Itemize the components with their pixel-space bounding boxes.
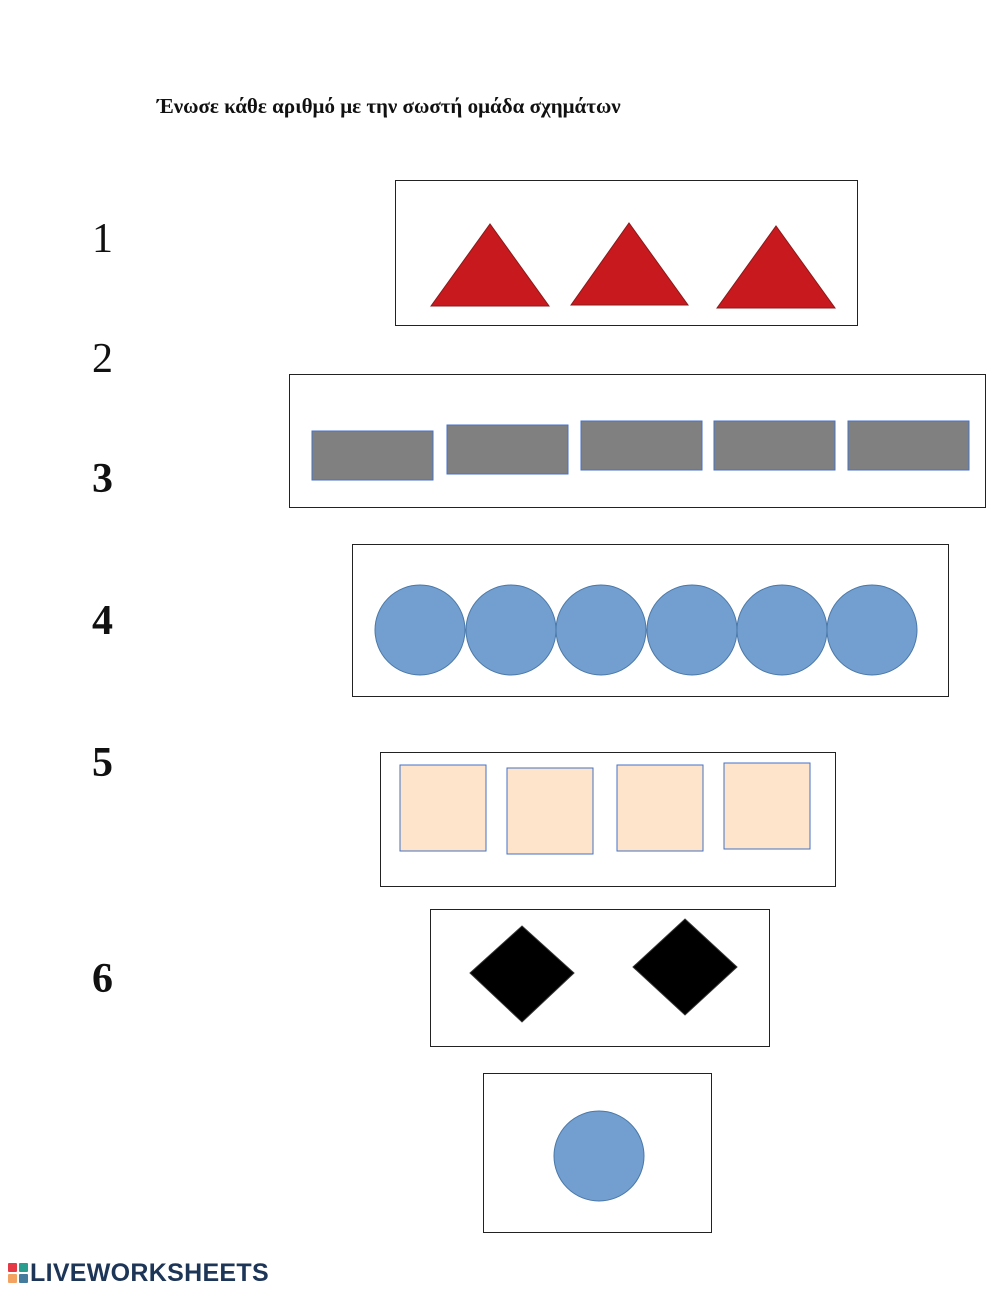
logo-square-icon bbox=[8, 1274, 17, 1283]
logo-square-icon bbox=[8, 1263, 17, 1272]
group-triangles[interactable] bbox=[395, 180, 858, 326]
square-shape bbox=[616, 764, 704, 852]
circle-shape bbox=[555, 584, 647, 676]
rectangle-shape bbox=[713, 420, 836, 471]
circle-shape bbox=[736, 584, 828, 676]
number-3[interactable]: 3 bbox=[92, 456, 113, 502]
number-1[interactable]: 1 bbox=[92, 216, 113, 262]
square-shape bbox=[723, 762, 811, 850]
diamond-shape bbox=[469, 925, 575, 1023]
group-squares[interactable] bbox=[380, 752, 836, 887]
diamond-shape bbox=[632, 918, 738, 1016]
rectangle-shape bbox=[847, 420, 970, 471]
number-5[interactable]: 5 bbox=[92, 740, 113, 786]
brand-name: LIVEWORKSHEETS bbox=[30, 1258, 269, 1287]
number-2[interactable]: 2 bbox=[92, 336, 113, 382]
square-shape bbox=[506, 767, 594, 855]
group-circles[interactable] bbox=[352, 544, 949, 697]
group-diamonds[interactable] bbox=[430, 909, 770, 1047]
square-shape bbox=[399, 764, 487, 852]
triangle-shape bbox=[430, 223, 550, 307]
group-rectangles[interactable] bbox=[289, 374, 986, 508]
circle-shape bbox=[374, 584, 466, 676]
logo-square-icon bbox=[19, 1274, 28, 1283]
rectangle-shape bbox=[580, 420, 703, 471]
circle-shape bbox=[553, 1110, 645, 1202]
triangle-shape bbox=[716, 225, 836, 309]
liveworksheets-logo-icon bbox=[8, 1263, 28, 1283]
group-single-circle[interactable] bbox=[483, 1073, 712, 1233]
number-4[interactable]: 4 bbox=[92, 598, 113, 644]
logo-square-icon bbox=[19, 1263, 28, 1272]
circle-shape bbox=[826, 584, 918, 676]
rectangle-shape bbox=[311, 430, 434, 481]
number-6[interactable]: 6 bbox=[92, 956, 113, 1002]
worksheet-instruction: Ένωσε κάθε αριθμό με την σωστή ομάδα σχη… bbox=[157, 94, 621, 118]
circle-shape bbox=[465, 584, 557, 676]
triangle-shape bbox=[570, 222, 689, 306]
circle-shape bbox=[646, 584, 738, 676]
rectangle-shape bbox=[446, 424, 569, 475]
footer-logo: LIVEWORKSHEETS bbox=[8, 1259, 269, 1287]
